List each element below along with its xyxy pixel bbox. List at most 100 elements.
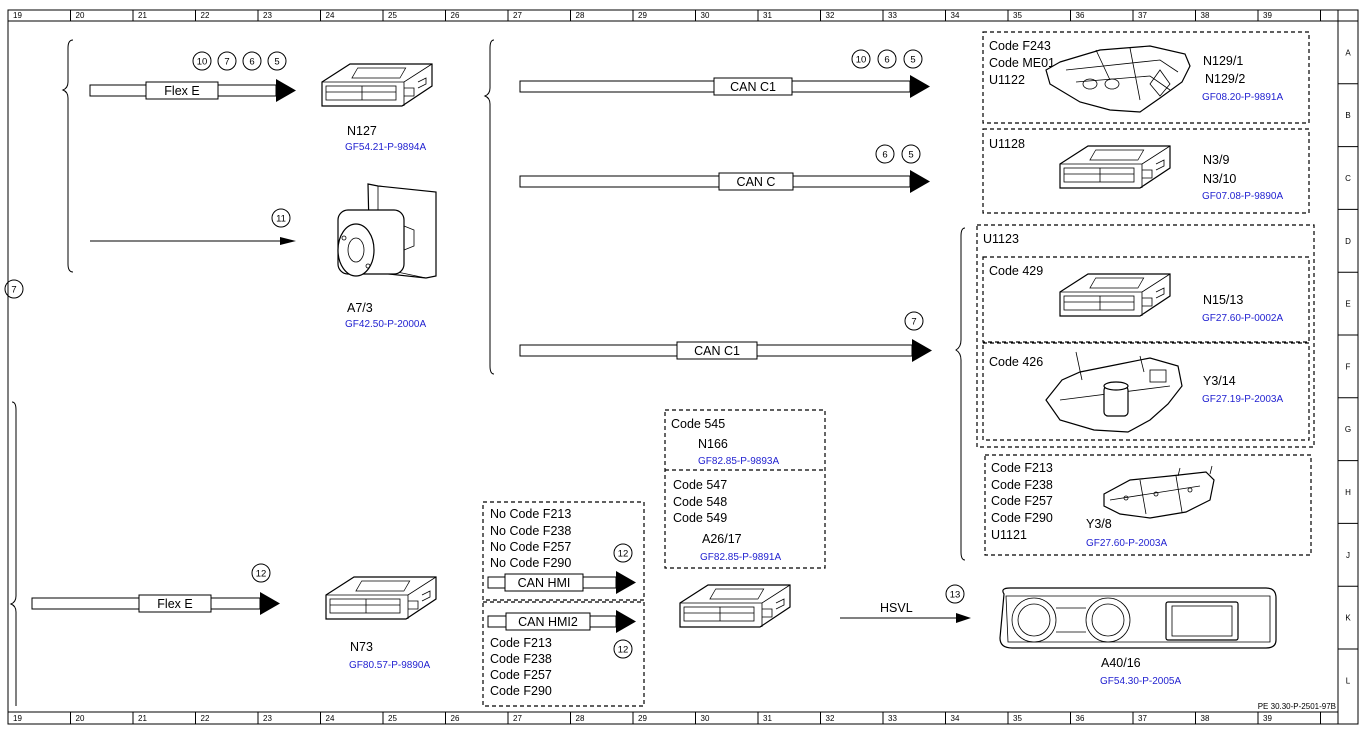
y3-8-code-1: Code F213 [991, 461, 1053, 475]
column-label: 26 [451, 714, 460, 723]
row-label: H [1345, 488, 1351, 497]
code-f290: Code F290 [490, 684, 552, 698]
n129-name-2: N129/2 [1205, 72, 1245, 86]
n73-ref: GF80.57-P-9890A [349, 660, 430, 671]
y3-14-image [1045, 351, 1183, 433]
can-c1-mid-ref-num: 7 [911, 317, 916, 328]
a7-3-ref-circle [271, 208, 291, 228]
flex-e-bottom-ref-circle [251, 563, 271, 583]
can-hmi-bus: CAN HMI [487, 571, 636, 594]
n3-name-1: N3/9 [1203, 153, 1229, 167]
hsvl-ref-circle [945, 584, 965, 604]
row-label: B [1345, 111, 1350, 120]
a40-16-name: A40/16 [1101, 656, 1141, 670]
column-label: 25 [388, 11, 397, 20]
flex-e-bottom-ref-num: 12 [256, 569, 267, 580]
n3-ref: GF07.08-P-9890A [1202, 191, 1283, 202]
frame [7, 9, 1359, 725]
n166-code: Code 545 [671, 417, 725, 431]
column-label: 28 [576, 11, 585, 20]
a7-3-name: A7/3 [347, 301, 373, 315]
y3-14-name: Y3/14 [1203, 374, 1236, 388]
can-c-bus: CAN C [519, 170, 930, 193]
svg-text:10: 10 [197, 57, 208, 68]
column-label: 29 [638, 11, 647, 20]
a7-3-image [337, 183, 437, 279]
column-label: 19 [13, 714, 22, 723]
column-label: 35 [1013, 11, 1022, 20]
n73-ecu-image [325, 576, 437, 620]
column-label: 34 [951, 714, 960, 723]
n129-code-1: Code F243 [989, 39, 1051, 53]
right-brace [955, 227, 966, 561]
a7-3-ref: GF42.50-P-2000A [345, 319, 426, 330]
a26-17-ref: GF82.85-P-9891A [700, 552, 781, 563]
column-label: 32 [826, 11, 835, 20]
column-label: 24 [326, 714, 335, 723]
column-label: 22 [201, 714, 210, 723]
a40-16-ref: GF54.30-P-2005A [1100, 676, 1181, 687]
svg-text:7: 7 [224, 57, 229, 68]
n15-13-ecu-image [1059, 273, 1171, 317]
can-hmi-ref-circle [613, 543, 633, 563]
column-label: 32 [826, 714, 835, 723]
row-label: C [1345, 174, 1351, 183]
flex-e-top-refs: 10 7 6 5 [192, 51, 287, 71]
column-label: 24 [326, 11, 335, 20]
column-label: 27 [513, 11, 522, 20]
column-label: 30 [701, 714, 710, 723]
u1123-box [976, 224, 1315, 448]
row-ticks [1338, 20, 1358, 650]
code-f238: Code F238 [490, 652, 552, 666]
row-label: D [1345, 237, 1351, 246]
flex-e-top-label: Flex E [164, 84, 199, 98]
column-label: 23 [263, 11, 272, 20]
y3-8-name: Y3/8 [1086, 517, 1112, 531]
a40-16-image [999, 587, 1277, 649]
column-label: 21 [138, 714, 147, 723]
row-label: G [1345, 425, 1351, 434]
n15-13-box [982, 256, 1310, 343]
can-c-refs: 6 5 [875, 144, 921, 164]
n129-name-1: N129/1 [1203, 54, 1243, 68]
flex-e-bottom-label: Flex E [157, 597, 192, 611]
can-c1-top-bus: CAN C1 [519, 75, 930, 98]
row-label: L [1346, 676, 1351, 685]
n3-code: U1128 [989, 137, 1025, 151]
column-label: 20 [76, 714, 85, 723]
y3-8-box [984, 454, 1312, 556]
column-label: 37 [1138, 714, 1147, 723]
no-code-f290: No Code F290 [490, 556, 571, 570]
n129-image [1045, 45, 1191, 113]
column-label: 35 [1013, 714, 1022, 723]
left-margin-ref-circle [4, 279, 24, 299]
flex-e-bottom-bus: Flex E [31, 592, 280, 615]
column-label: 19 [13, 11, 22, 20]
can-hmi-ref-num: 12 [618, 549, 629, 560]
y3-8-code-5: U1121 [991, 528, 1027, 542]
n3-name-2: N3/10 [1203, 172, 1236, 186]
can-hmi2-ref-circle [613, 639, 633, 659]
row-label: K [1345, 614, 1351, 623]
row-label: F [1346, 362, 1351, 371]
row-label: E [1345, 300, 1350, 309]
n127-name: N127 [347, 124, 377, 138]
no-code-f257: No Code F257 [490, 540, 571, 554]
can-c-label: CAN C [737, 175, 776, 189]
code-f213: Code F213 [490, 636, 552, 650]
a26-17-ecu-image [679, 584, 791, 628]
n129-ref: GF08.20-P-9891A [1202, 92, 1283, 103]
column-label: 36 [1076, 714, 1085, 723]
svg-text:6: 6 [884, 55, 889, 66]
column-label: 36 [1076, 11, 1085, 20]
svg-text:5: 5 [908, 150, 913, 161]
y3-14-ref: GF27.19-P-2003A [1202, 394, 1283, 405]
n3-box [982, 128, 1310, 214]
svg-text:5: 5 [910, 55, 915, 66]
svg-text:6: 6 [882, 150, 887, 161]
can-hmi-box [482, 501, 645, 601]
column-label: 23 [263, 714, 272, 723]
n166-ref: GF82.85-P-9893A [698, 456, 779, 467]
column-label: 39 [1263, 11, 1272, 20]
